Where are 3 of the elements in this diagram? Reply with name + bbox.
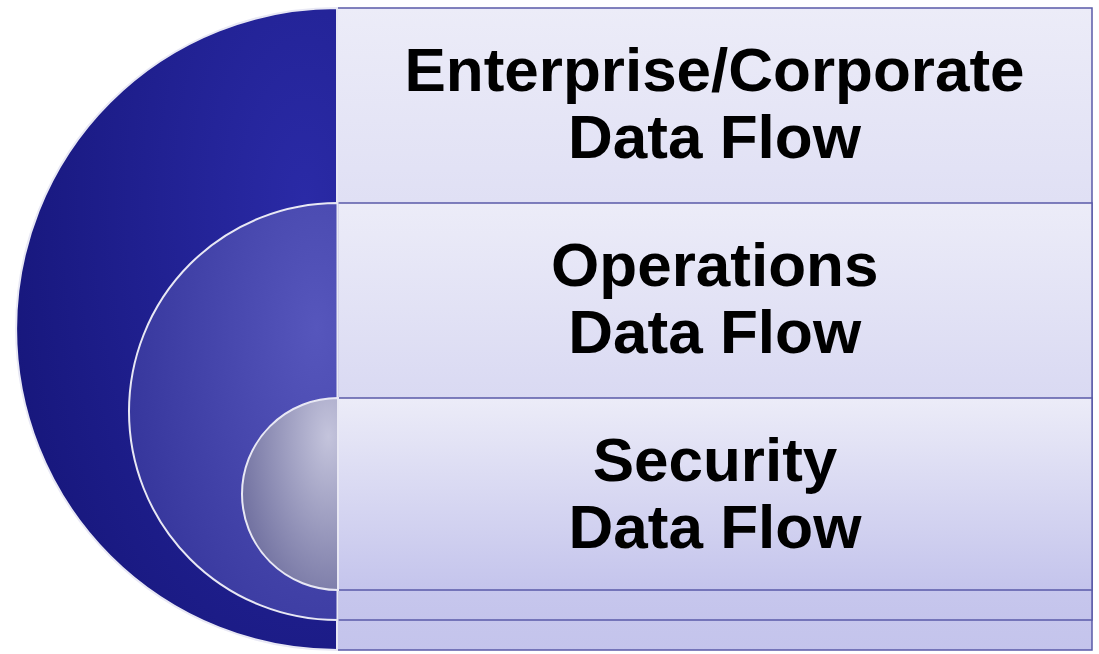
- band-label: Enterprise/Corporate Data Flow: [403, 37, 1026, 171]
- band-label: Security Data Flow: [567, 427, 863, 561]
- band-label: Operations Data Flow: [550, 232, 880, 366]
